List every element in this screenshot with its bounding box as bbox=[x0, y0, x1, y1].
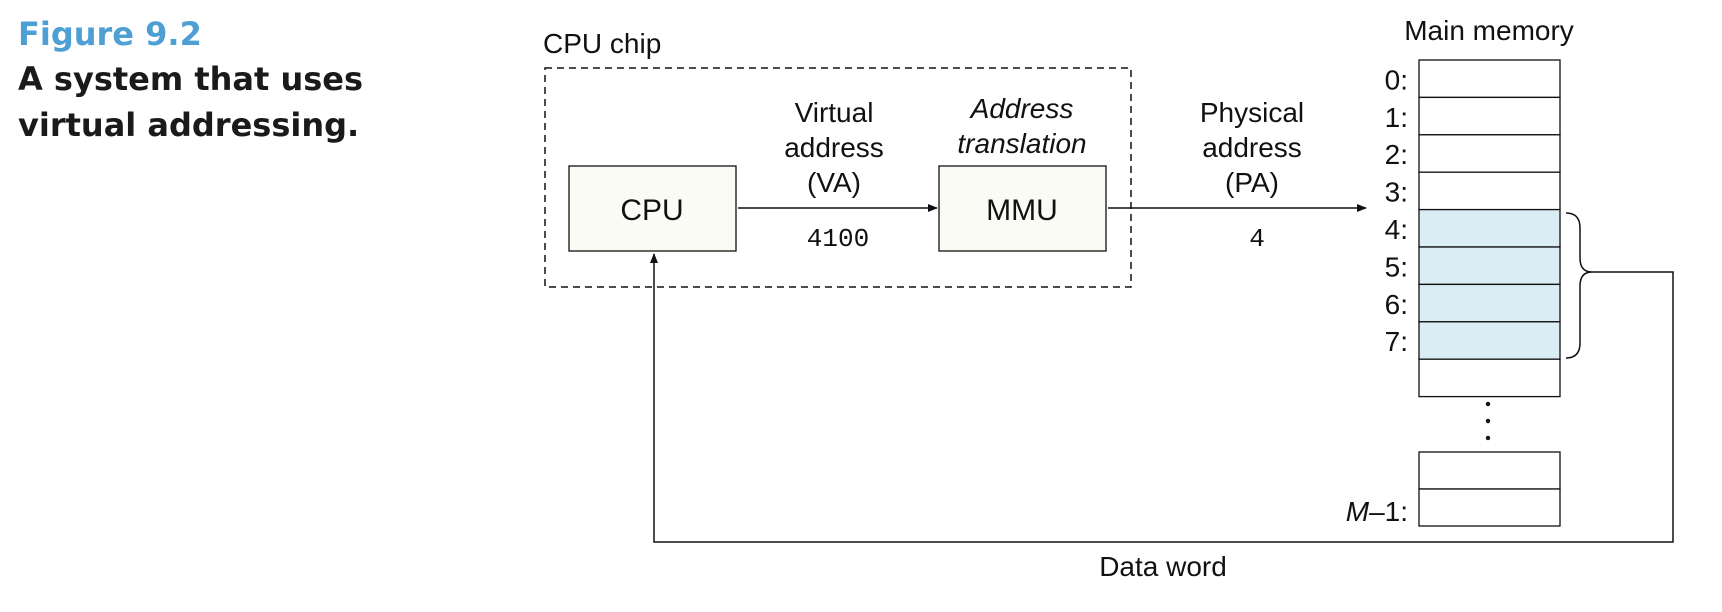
highlight-brace bbox=[1565, 212, 1593, 359]
memory-cell bbox=[1418, 96, 1561, 136]
memory-cell bbox=[1418, 171, 1561, 211]
figure-caption: Figure 9.2 A system that uses virtual ad… bbox=[18, 12, 458, 148]
va-label-line1: Virtual bbox=[795, 97, 874, 128]
pa-label-line2: address bbox=[1202, 132, 1302, 163]
last-label-suffix: –1: bbox=[1369, 496, 1408, 527]
va-label-line2: address bbox=[784, 132, 884, 163]
memory-cell bbox=[1418, 451, 1561, 490]
memory-rows: 0: 1: 2: 3: 4: 5: 6: 7: bbox=[1385, 59, 1561, 398]
memory-row-label: 6: bbox=[1385, 289, 1408, 320]
memory-row-label: 5: bbox=[1385, 251, 1408, 282]
memory-row-label: 2: bbox=[1385, 139, 1408, 170]
memory-cell-highlighted bbox=[1418, 208, 1561, 248]
figure-title: A system that uses virtual addressing. bbox=[18, 60, 364, 144]
memory-cell-highlighted bbox=[1418, 246, 1561, 286]
memory-cell bbox=[1418, 134, 1561, 173]
memory-cell bbox=[1418, 358, 1561, 398]
va-label-line3: (VA) bbox=[807, 167, 861, 198]
memory-cell-highlighted bbox=[1418, 321, 1561, 360]
pa-label-line1: Physical bbox=[1200, 97, 1304, 128]
main-memory-title: Main memory bbox=[1404, 15, 1574, 46]
data-word-path bbox=[650, 253, 1674, 543]
memory-row-label: 3: bbox=[1385, 177, 1408, 208]
pa-label-line3: (PA) bbox=[1225, 167, 1279, 198]
ellipsis-dot bbox=[1485, 401, 1491, 407]
mmu-label: MMU bbox=[986, 194, 1058, 227]
last-label-m: M bbox=[1346, 496, 1370, 527]
mmu-caption-line2: translation bbox=[957, 128, 1086, 159]
data-word-label: Data word bbox=[1099, 551, 1227, 582]
mmu-caption-line1: Address bbox=[969, 93, 1074, 124]
cpu-chip-label: CPU chip bbox=[543, 28, 661, 59]
ellipsis-dot bbox=[1485, 418, 1491, 424]
figure-label: Figure 9.2 bbox=[18, 15, 202, 53]
ellipsis-dot bbox=[1485, 435, 1491, 441]
memory-cell-highlighted bbox=[1418, 283, 1561, 323]
cpu-box bbox=[568, 165, 737, 252]
mmu-box bbox=[938, 165, 1107, 252]
cpu-label: CPU bbox=[620, 194, 683, 227]
memory-cell bbox=[1418, 59, 1561, 99]
memory-row-label: 4: bbox=[1385, 214, 1408, 245]
va-value: 4100 bbox=[807, 224, 869, 254]
memory-row-label: 1: bbox=[1385, 102, 1408, 133]
memory-row-label: 0: bbox=[1385, 64, 1408, 95]
memory-cell-last bbox=[1418, 488, 1561, 527]
memory-row-label: 7: bbox=[1385, 326, 1408, 357]
pa-value: 4 bbox=[1249, 224, 1265, 254]
cpu-chip-boundary bbox=[544, 67, 1132, 288]
memory-row-label-last: M–1: bbox=[1346, 496, 1408, 527]
